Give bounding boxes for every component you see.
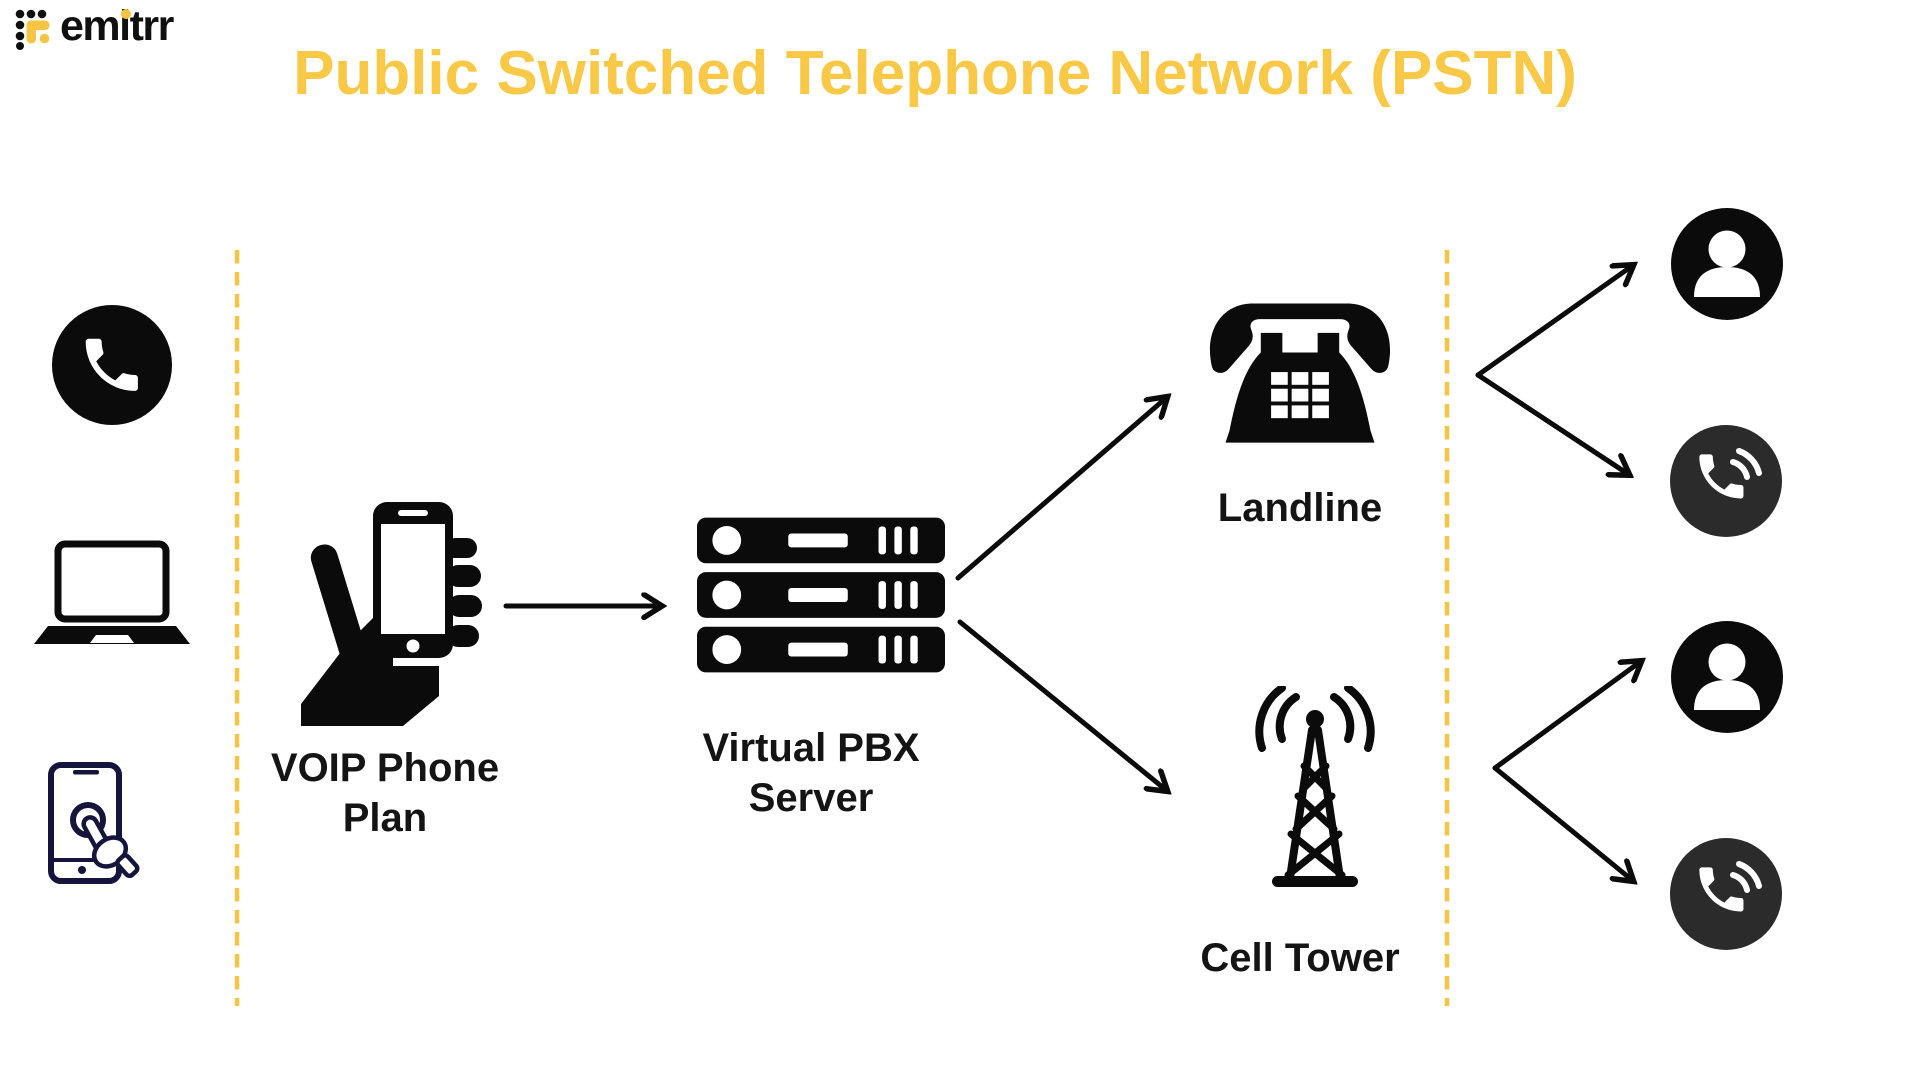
server-stack-icon [697,517,945,673]
cell-tower-icon [1255,686,1375,887]
phone-call-waves-circle-icon [1670,838,1782,950]
emitrr-dots-logo-icon [15,9,50,50]
phone-call-waves-circle-icon [1670,425,1782,537]
laptop-icon [34,540,190,644]
hand-holding-phone-icon [301,502,482,726]
arrow-celltower-to-call [1492,765,1632,880]
arrow-celltower-to-person [1492,662,1640,771]
touch-phone-icon [48,762,140,884]
virtual-pbx-server-label: Virtual PBX Server [702,726,920,820]
page-title: Public Switched Telephone Network (PSTN) [293,39,1577,108]
rotary-telephone-icon [1209,303,1391,443]
brand-yellow-dot [121,9,131,19]
person-circle-icon [1671,621,1783,733]
arrow-landline-to-call [1475,372,1628,474]
cell-tower-label: Cell Tower [1200,936,1400,980]
arrow-pbx-to-landline [955,398,1166,581]
arrow-pbx-to-celltower [957,619,1166,790]
brand-wordmark: emitrr [60,2,174,50]
phone-call-circle-icon [52,305,172,425]
person-circle-icon [1671,208,1783,320]
voip-phone-plan-label: VOIP Phone Plan [270,746,500,840]
arrow-landline-to-person [1475,266,1632,378]
landline-label: Landline [1217,486,1383,530]
